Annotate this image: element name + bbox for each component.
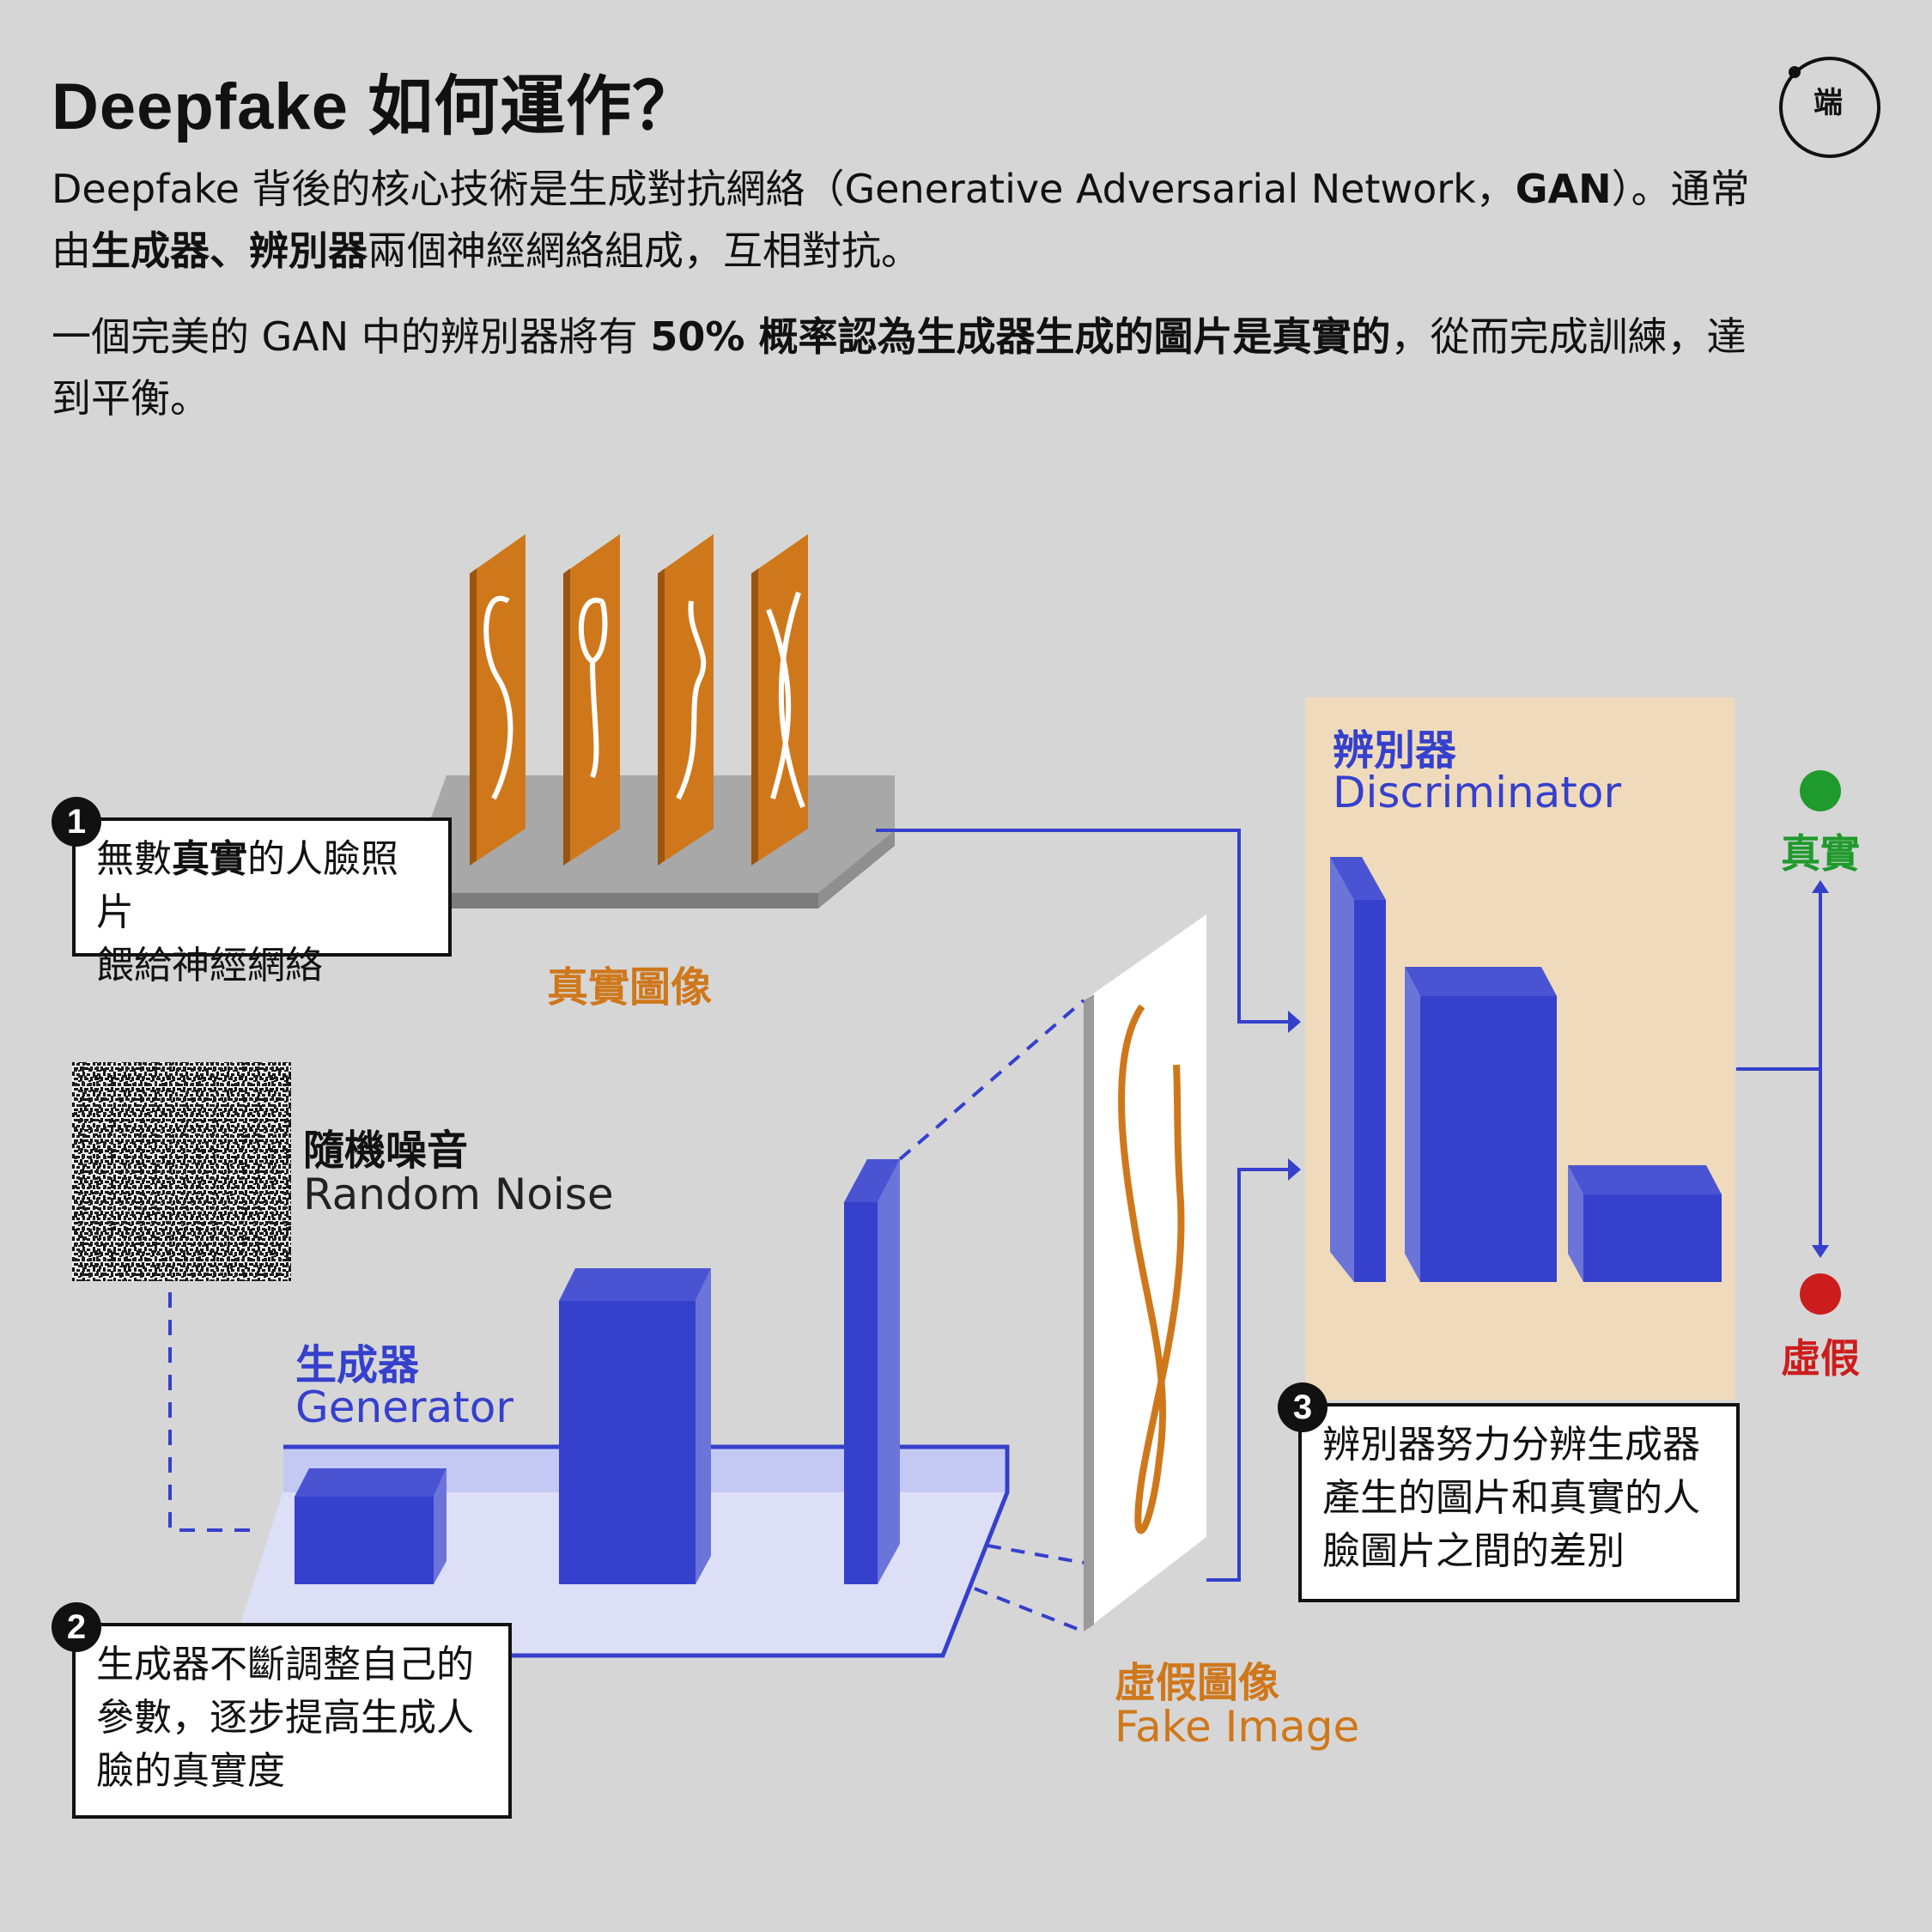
intro-paragraph-1: Deepfake 背後的核心技術是生成對抗網絡（Generative Adver… [52, 158, 1777, 282]
arrow-head [1288, 1158, 1301, 1181]
step-badge-1: 1 [52, 797, 101, 847]
intro-bold-gan: GAN [1515, 166, 1612, 212]
output-real-label: 真實 [1781, 830, 1860, 877]
step-badge-3: 3 [1278, 1382, 1327, 1432]
intro-bold-probability: 50% 概率認為生成器生成的圖片是真實的 [650, 313, 1391, 360]
intro-text: ，從而完成訓練，達到平衡。 [52, 313, 1747, 422]
note-bold-text: 真實 [172, 837, 247, 881]
note-1-line-2: 餵給神經網絡 [96, 944, 323, 987]
fake-image-label-cn: 虛假圖像 [1115, 1659, 1280, 1707]
arrow-up [1812, 880, 1829, 893]
intro-paragraph-2: 一個完美的 GAN 中的辨別器將有 50% 概率認為生成器生成的圖片是真實的，從… [52, 306, 1777, 429]
note-2-line-2: 參數，逐步提高生成人 [96, 1696, 474, 1740]
intro-text: Deepfake 背後的核心技術是生成對抗網絡（Generative Adver… [52, 166, 1516, 212]
intro-text: 兩個神經網絡組成，互相對抗。 [368, 228, 920, 274]
intro-bold-networks: 生成器、辨別器 [91, 228, 368, 274]
note-2: 生成器不斷調整自己的 參數，逐步提高生成人 臉的真實度 [72, 1623, 512, 1819]
note-text: 無數 [96, 837, 172, 881]
generator-label-cn: 生成器 [295, 1341, 420, 1389]
connector-noise-to-generator [168, 1292, 258, 1532]
note-3-line-3: 臉圖片之間的差別 [1322, 1529, 1625, 1573]
note-text: 的人臉照片 [96, 837, 398, 934]
step-badge-2: 2 [52, 1602, 101, 1652]
real-card [658, 534, 714, 866]
real-dot [1800, 770, 1841, 811]
discriminator-label-en: Discriminator [1333, 768, 1622, 817]
note-1-line-1: 無數真實的人臉照片 [96, 833, 428, 939]
generator-label-en: Generator [295, 1382, 513, 1432]
discriminator-blocks [1330, 857, 1722, 1282]
note-3-line-1: 辨別器努力分辨生成器 [1322, 1423, 1700, 1467]
intro-text: ）。通常由 [52, 166, 1750, 274]
fake-dot [1800, 1273, 1841, 1315]
noise-label-cn: 隨機噪音 [303, 1127, 469, 1175]
connector-real-to-discriminator [876, 829, 1288, 1024]
real-image-cards [470, 534, 808, 866]
connector-fake-to-discriminator [1206, 1168, 1288, 1582]
real-images-label: 真實圖像 [547, 963, 713, 1012]
note-3-line-2: 產生的圖片和真實的人 [1322, 1476, 1700, 1520]
fake-image-card [1084, 914, 1206, 1631]
note-2-line-3: 臉的真實度 [96, 1749, 285, 1793]
note-3: 辨別器努力分辨生成器 產生的圖片和真實的人 臉圖片之間的差別 [1298, 1403, 1740, 1602]
discriminator-label-cn: 辨別器 [1333, 726, 1457, 775]
generator-blocks [295, 1159, 900, 1584]
note-1: 無數真實的人臉照片 餵給神經網絡 [72, 817, 452, 987]
output-fake-label: 虛假 [1781, 1335, 1860, 1382]
noise-label-en: Random Noise [303, 1170, 614, 1219]
intro-text: 一個完美的 GAN 中的辨別器將有 [52, 313, 651, 360]
arrow-down [1812, 1245, 1829, 1258]
fake-image-label-en: Fake Image [1115, 1702, 1360, 1752]
projection-line [974, 1587, 1084, 1633]
page-title: Deepfake 如何運作？ [52, 70, 699, 143]
real-card [470, 534, 526, 866]
arrow-head [1288, 1011, 1301, 1033]
logo [1779, 57, 1880, 158]
logo-text: 端 [1814, 86, 1843, 120]
logo-dot [1789, 66, 1801, 78]
note-2-line-1: 生成器不斷調整自己的 [96, 1643, 474, 1686]
projection-line [987, 1544, 1084, 1564]
projection-line [898, 999, 1085, 1161]
